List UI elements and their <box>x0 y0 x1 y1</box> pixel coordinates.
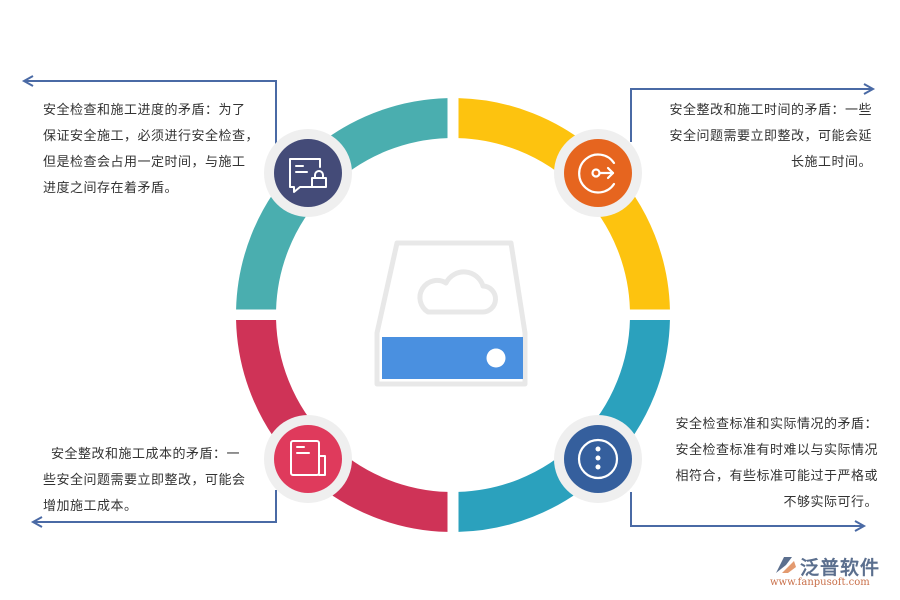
text-top-left: 安全检查和施工进度的矛盾：为了 保证安全施工，必须进行安全检查， 但是检查会占用… <box>43 98 259 202</box>
text-line: 相符合，有些标准可能过于严格或 <box>675 469 878 484</box>
text-line: 安全问题需要立即整改，可能会延 <box>669 129 872 144</box>
text-line: 安全检查标准有时难以与实际情况 <box>675 443 878 458</box>
text-line: 进度之间存在着矛盾。 <box>43 181 179 196</box>
connector-bottom-left <box>30 490 277 528</box>
text-bottom-left: 安全整改和施工成本的矛盾：一 些安全问题需要立即整改，可能会 增加施工成本。 <box>43 442 246 520</box>
more-vertical-circle-icon <box>554 415 642 503</box>
text-line: 些安全问题需要立即整改，可能会 <box>43 473 246 488</box>
text-line: 安全整改和施工时间的矛盾：一些 <box>669 103 872 118</box>
chat-lock-icon <box>264 129 352 217</box>
text-line: 安全检查和施工进度的矛盾：为了 <box>43 103 246 118</box>
text-line: 但是检查会占用一定时间，与施工 <box>43 155 246 170</box>
text-line: 长施工时间。 <box>790 155 872 170</box>
document-icon <box>264 415 352 503</box>
text-line: 增加施工成本。 <box>43 499 138 514</box>
cloud-storage-drive-icon <box>374 240 528 387</box>
key-exit-icon <box>554 129 642 217</box>
text-bottom-right: 安全检查标准和实际情况的矛盾： 安全检查标准有时难以与实际情况 相符合，有些标准… <box>675 412 878 516</box>
connector-top-left <box>21 75 277 145</box>
logo-mark-icon <box>776 557 796 573</box>
text-line: 安全整改和施工成本的矛盾：一 <box>51 447 241 462</box>
text-line: 不够实际可行。 <box>783 495 878 510</box>
text-line: 安全检查标准和实际情况的矛盾： <box>675 417 878 432</box>
logo-url: www.fanpusoft.com <box>770 577 870 588</box>
connector-top-right <box>630 83 876 142</box>
connector-bottom-right <box>630 492 867 532</box>
logo-name: 泛普软件 <box>800 557 881 579</box>
text-line: 保证安全施工，必须进行安全检查， <box>43 129 260 144</box>
text-top-right: 安全整改和施工时间的矛盾：一些 安全问题需要立即整改，可能会延 长施工时间。 <box>669 98 872 176</box>
fanpusoft-logo: 泛普软件 www.fanpusoft.com <box>770 553 895 593</box>
